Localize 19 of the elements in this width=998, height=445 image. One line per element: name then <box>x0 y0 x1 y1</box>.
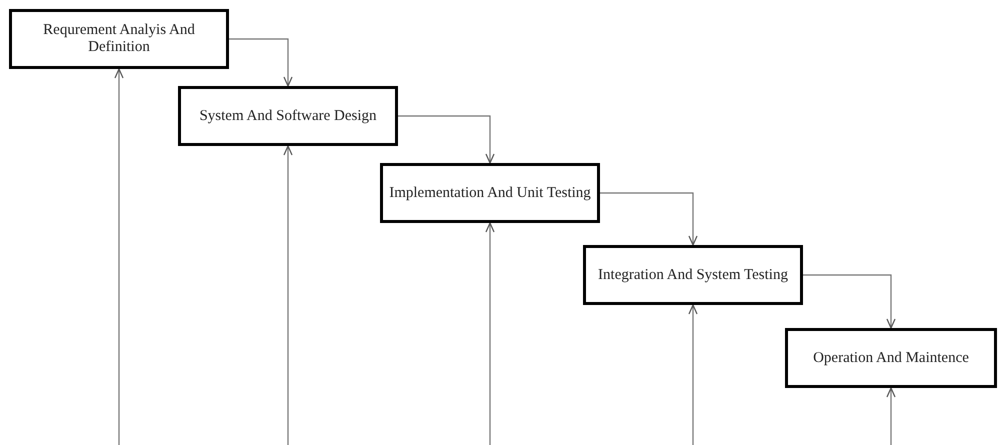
process-box <box>785 328 997 388</box>
arrow <box>886 387 896 445</box>
step-label: Integration And System Testing <box>598 266 788 284</box>
step-label: Operation And Maintence <box>813 350 969 366</box>
process-box <box>380 163 600 223</box>
arrow <box>114 68 124 445</box>
step-label: System And Software Design <box>199 108 377 124</box>
step-label: Requrement Analyis And Definition <box>42 22 196 56</box>
step-label: Implementation And Unit Testing <box>389 184 591 202</box>
arrow <box>229 38 293 87</box>
arrow <box>485 222 495 445</box>
arrow <box>398 115 495 164</box>
arrow <box>688 304 698 445</box>
process-box <box>9 9 229 69</box>
arrow <box>600 192 698 246</box>
process-box <box>583 245 803 305</box>
arrow <box>803 274 896 329</box>
process-box <box>178 86 398 146</box>
arrow <box>283 145 293 445</box>
